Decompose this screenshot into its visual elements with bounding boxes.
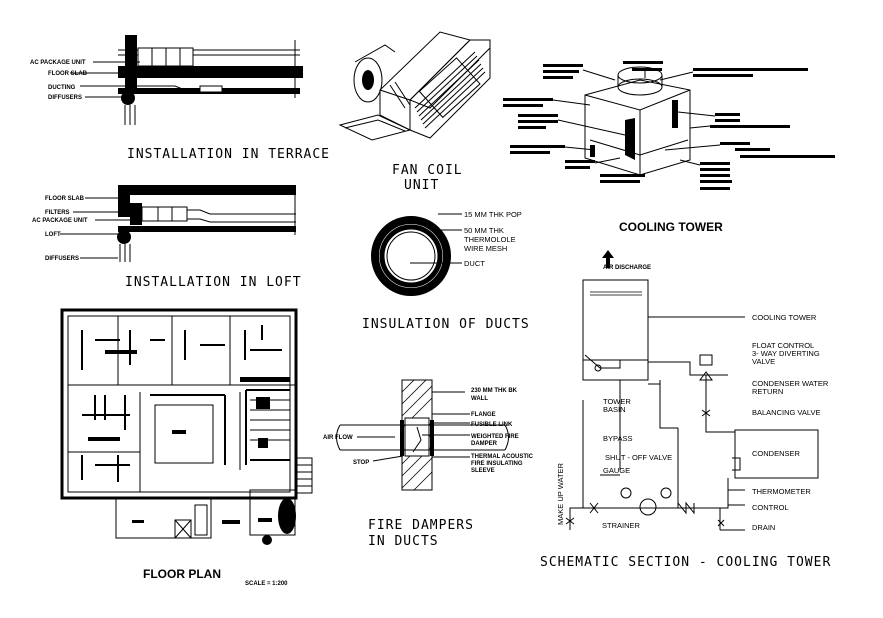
terrace-label-ducting: DUCTING (48, 85, 76, 91)
fire-dampers-title-line1: FIRE DAMPERS (368, 518, 474, 533)
loft-installation-detail (60, 185, 296, 262)
fan-coil-unit-drawing (338, 31, 491, 141)
floor-plan-title: FLOOR PLAN (143, 567, 221, 581)
floor-plan-scale: SCALE = 1:200 (245, 581, 288, 587)
schematic-label-cooling-tower: COOLING TOWER (752, 313, 817, 322)
floor-plan-drawing (60, 308, 313, 545)
fire-dampers-title-line2: IN DUCTS (368, 534, 439, 549)
loft-label-diffusers: DIFFUSERS (45, 256, 79, 262)
schematic-label-tower-basin-1: TOWER (603, 397, 631, 406)
fire-label-weighted-fire: WEIGHTED FIRE (471, 434, 519, 440)
fire-label-air-flow: AIR FLOW (323, 435, 353, 441)
schematic-label-make-up-water: MAKE UP WATER (556, 462, 565, 525)
loft-label-filters: FILTERS (45, 210, 70, 216)
loft-label-loft: LOFT (45, 232, 61, 238)
insulation-label-thermolole: THERMOLOLE (464, 235, 516, 244)
fire-label-thermal-acoustic: THERMAL ACOUSTIC (471, 454, 534, 460)
terrace-installation-detail (70, 35, 303, 125)
loft-title: INSTALLATION IN LOFT (125, 275, 302, 290)
terrace-label-diffusers: DIFFUSERS (48, 95, 82, 101)
schematic-label-control: CONTROL (752, 503, 789, 512)
schematic-label-condenser: CONDENSER (752, 449, 801, 458)
insulation-label-wire-mesh: WIRE MESH (464, 244, 507, 253)
schematic-label-shut-off: SHUT - OFF VALVE (605, 453, 672, 462)
insulation-label-pop: 15 MM THK POP (464, 210, 522, 219)
insulation-title: INSULATION OF DUCTS (362, 317, 530, 332)
insulation-label-duct: DUCT (464, 259, 485, 268)
fire-label-wall: WALL (471, 396, 488, 402)
schematic-label-thermometer: THERMOMETER (752, 487, 811, 496)
cooling-tower-title: COOLING TOWER (619, 220, 723, 234)
schematic-label-gauge: GAUGE (603, 466, 630, 475)
schematic-title: SCHEMATIC SECTION - COOLING TOWER (540, 555, 831, 570)
schematic-label-diverting-2: VALVE (752, 357, 775, 366)
cooling-tower-3d-drawing (503, 61, 835, 190)
fan-coil-title-line1: FAN COIL (392, 163, 463, 178)
schematic-label-diverting-1: 3- WAY DIVERTING (752, 349, 820, 358)
terrace-label-ac-package-unit: AC PACKAGE UNIT (30, 60, 86, 66)
fan-coil-title-line2: UNIT (404, 178, 439, 193)
fire-dampers-drawing (336, 379, 509, 491)
schematic-label-drain: DRAIN (752, 523, 775, 532)
schematic-label-air-discharge: AIR DISCHARGE (603, 265, 651, 271)
fire-label-fusible-link: FUSIBLE LINK (471, 422, 513, 428)
fire-label-wall-thk: 230 MM THK BK (471, 388, 518, 394)
schematic-label-tower-basin-2: BASIN (603, 405, 626, 414)
fire-label-damper: DAMPER (471, 441, 498, 447)
schematic-label-bypass: BYPASS (603, 434, 632, 443)
schematic-label-balancing-valve: BALANCING VALVE (752, 408, 821, 417)
schematic-label-float-control: FLOAT CONTROL (752, 341, 814, 350)
terrace-label-floor-slab: FLOOR SLAB (48, 71, 88, 77)
schematic-label-strainer: STRAINER (602, 521, 641, 530)
fire-label-fire-insulating: FIRE INSULATING (471, 461, 523, 467)
schematic-label-condenser-water-2: RETURN (752, 387, 783, 396)
insulation-of-ducts-drawing (371, 213, 462, 296)
fire-label-flange: FLANGE (471, 412, 496, 418)
terrace-title: INSTALLATION IN TERRACE (127, 147, 330, 162)
insulation-label-50mm: 50 MM THK (464, 226, 504, 235)
loft-label-floor-slab: FLOOR SLAB (45, 196, 85, 202)
schematic-label-condenser-water-1: CONDENSER WATER (752, 379, 829, 388)
fire-label-stop: STOP (353, 460, 369, 466)
loft-label-ac-package-unit: AC PACKAGE UNIT (32, 218, 88, 224)
fire-label-sleeve: SLEEVE (471, 468, 495, 474)
cooling-tower-schematic (565, 250, 819, 531)
